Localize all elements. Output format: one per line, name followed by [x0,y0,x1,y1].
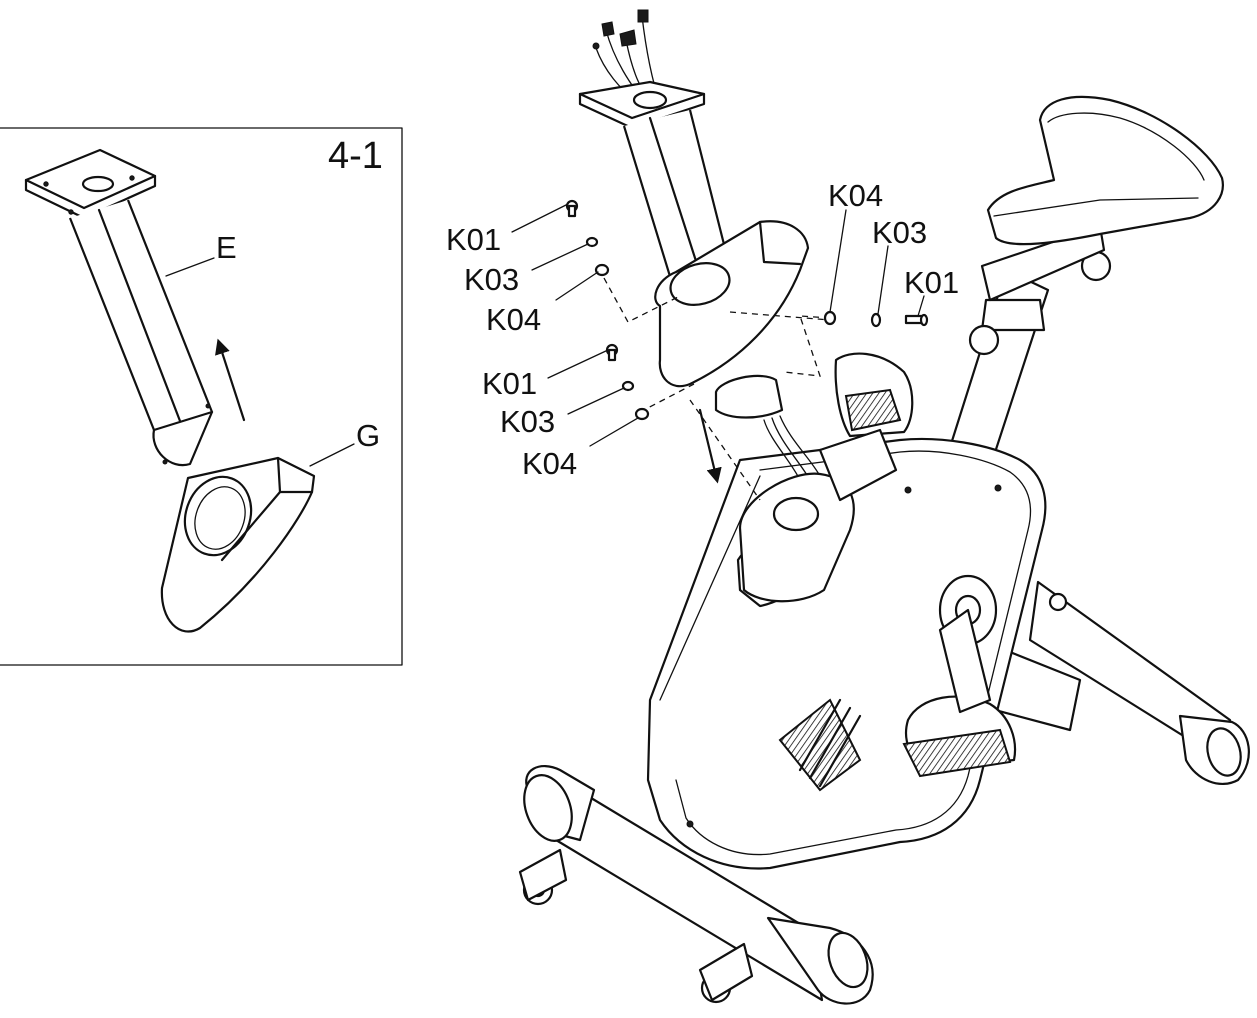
callout-right-k03: K03 [872,215,927,250]
callout-upper-k01: K01 [446,222,501,257]
bike-pedals [834,352,1016,778]
inset-panel: 4-1 E G [0,127,403,666]
callout-leaders [511,203,925,447]
callout-upper-k03: K03 [464,262,519,297]
inset-frame [0,127,403,666]
callout-right-k01: K01 [904,265,959,300]
label-g: G [356,418,380,453]
hardware-parts [565,199,929,421]
callout-lower-k04: K04 [522,446,577,481]
bike-seat-assembly [944,95,1224,482]
callout-right-k04: K04 [828,178,883,213]
callout-lower-k03: K03 [500,404,555,439]
inset-step-label: 4-1 [328,135,383,177]
callout-upper-k04: K04 [486,302,541,337]
label-e-leader [165,257,215,277]
label-g-leader [309,443,355,467]
inset-cover [160,456,316,633]
inset-post [24,148,214,467]
assembly-guide-lines [603,277,831,501]
main-arrow-icon [698,408,722,484]
bike-frame-base [518,580,1250,1005]
callout-lower-k01: K01 [482,366,537,401]
label-e: E [216,230,237,265]
handlebar-post-assembly [578,9,898,603]
callout-labels: K01 K03 K04 K01 K03 K04 K04 K03 K01 [446,178,959,481]
inset-arrow-icon [215,338,246,422]
